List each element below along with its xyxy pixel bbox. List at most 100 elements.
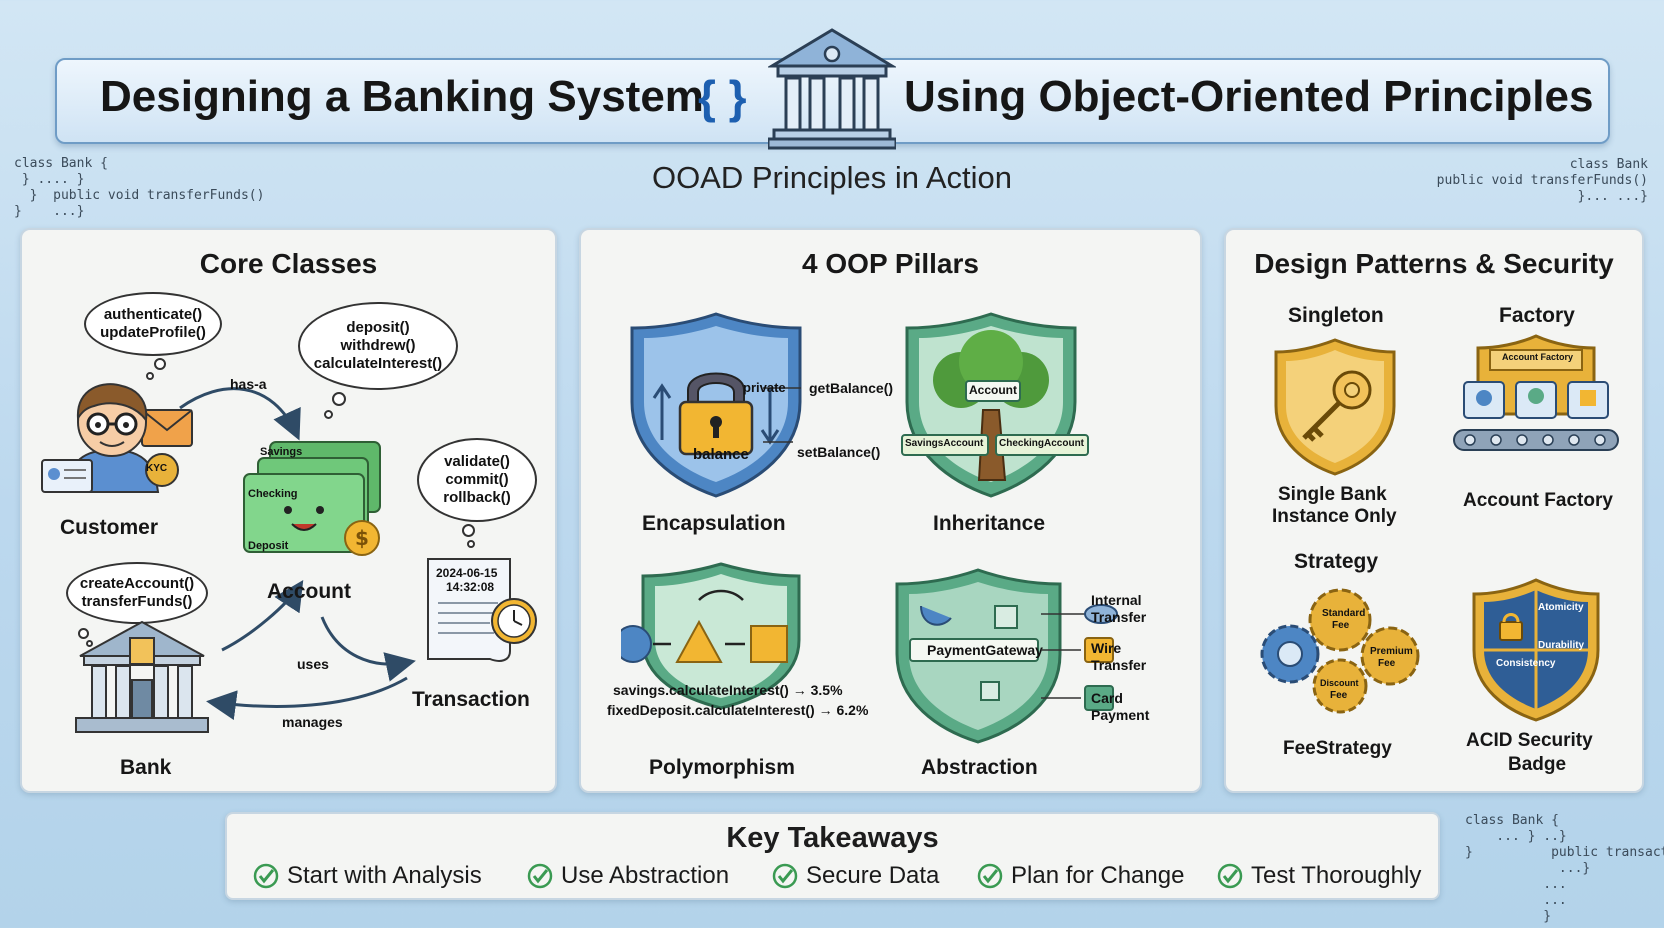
takeaway-item: Secure Data <box>772 862 939 890</box>
child-class-tag <box>901 434 989 456</box>
polymorphism-line-1: savings.calculateInterest() → 3.5% <box>613 682 843 698</box>
oop-pillars-panel: 4 OOP Pillars balance private getBalance… <box>579 228 1202 793</box>
gear-premium-line2: Fee <box>1378 658 1396 669</box>
takeaway-label: Start with Analysis <box>287 862 482 889</box>
relationship-arrows <box>179 387 416 721</box>
kyc-badge: KYC <box>146 463 168 474</box>
internal-transfer-line2: Transfer <box>1091 609 1147 625</box>
manages-relation: manages <box>282 714 343 730</box>
child-class-checking: CheckingAccount <box>999 438 1085 449</box>
transaction-label: Transaction <box>412 688 530 711</box>
card-savings: Savings <box>260 446 303 458</box>
wire-transfer-line2: Transfer <box>1091 657 1147 673</box>
key-takeaways-panel: Key Takeaways Start with Analysis Use Ab… <box>225 812 1440 900</box>
singleton-key-icon <box>1274 338 1396 476</box>
title-left: Designing a Banking System <box>100 72 704 121</box>
card-payment-line1: Card <box>1091 690 1123 706</box>
uses-relation: uses <box>297 656 329 672</box>
factory-title: Factory <box>1499 304 1575 327</box>
setter-label: setBalance() <box>797 444 881 460</box>
base-class-label: Account <box>969 383 1017 397</box>
page-subtitle: OOAD Principles in Action <box>651 160 1013 195</box>
gear-discount-line1: Discount <box>1320 678 1359 688</box>
method-label: rollback() <box>443 489 511 506</box>
takeaway-label: Secure Data <box>806 862 940 889</box>
strategy-title: Strategy <box>1294 550 1379 573</box>
bank-label: Bank <box>120 756 172 779</box>
payment-gateway-box <box>909 638 1039 662</box>
bank-methods-cloud: createAccount() transferFunds() <box>66 562 208 624</box>
internal-transfer-line1: Internal <box>1091 592 1142 608</box>
acid-caption-2: Badge <box>1508 754 1567 775</box>
inheritance-shield-icon <box>905 312 1077 498</box>
singleton-title: Singleton <box>1288 304 1384 327</box>
check-icon <box>527 863 553 889</box>
design-patterns-heading: Design Patterns & Security <box>1254 248 1614 279</box>
bank-class-icon <box>75 620 209 733</box>
singleton-caption-2: Instance Only <box>1272 506 1397 527</box>
transaction-time: 14:32:08 <box>446 580 495 594</box>
child-class-savings: SavingsAccount <box>905 438 984 449</box>
core-classes-heading: Core Classes <box>199 248 378 279</box>
thought-bubble <box>332 392 346 406</box>
has-a-relation: has-a <box>230 376 267 392</box>
gear-discount-line2: Fee <box>1330 690 1348 701</box>
base-class-tag <box>965 380 1021 402</box>
private-label: private <box>743 380 786 395</box>
thought-bubble <box>78 628 89 639</box>
gear-standard-line1: Standard <box>1322 608 1366 619</box>
polymorphism-label: Polymorphism <box>649 756 795 779</box>
abstraction-connector-lines <box>1041 604 1118 711</box>
acid-atomicity: Atomicity <box>1538 602 1584 613</box>
check-icon <box>1217 863 1243 889</box>
dollar-symbol: $ <box>355 526 369 550</box>
singleton-caption-1: Single Bank <box>1278 484 1387 505</box>
method-label: authenticate() <box>103 306 203 323</box>
gear-premium-line1: Premium <box>1370 646 1413 657</box>
transaction-receipt-icon <box>427 558 537 662</box>
thought-bubble <box>462 524 475 537</box>
takeaway-label: Use Abstraction <box>561 862 730 889</box>
acid-caption-1: ACID Security <box>1466 730 1593 751</box>
check-icon <box>977 863 1003 889</box>
check-icon <box>253 863 279 889</box>
card-checking: Checking <box>248 488 298 500</box>
strategy-gears-icon <box>1260 588 1420 714</box>
factory-caption: Account Factory <box>1463 490 1613 511</box>
method-label: updateProfile() <box>100 324 206 341</box>
inheritance-label: Inheritance <box>933 512 1046 535</box>
takeaway-item: Plan for Change <box>977 862 1184 890</box>
factory-sign: Account Factory <box>1502 352 1574 362</box>
takeaway-label: Test Thoroughly <box>1251 862 1422 889</box>
title-right: Using Object-Oriented Principles <box>904 72 1594 121</box>
abstraction-label: Abstraction <box>921 756 1038 779</box>
takeaway-item: Use Abstraction <box>527 862 729 890</box>
thought-bubble <box>154 358 166 370</box>
core-classes-panel: Core Classes has-a uses manages authenti… <box>20 228 557 793</box>
polymorphism-shield-icon <box>621 562 801 710</box>
transaction-methods-cloud: validate() commit() rollback() <box>417 438 537 522</box>
method-label: transferFunds() <box>81 593 193 610</box>
customer-label: Customer <box>60 516 159 539</box>
strategy-caption: FeeStrategy <box>1283 738 1392 759</box>
card-payment-line2: Payment <box>1091 707 1150 723</box>
design-patterns-panel: Design Patterns & Security Singleton Sin… <box>1224 228 1644 793</box>
method-label: calculateInterest() <box>313 355 443 372</box>
encapsulation-inner-label: balance <box>693 446 749 463</box>
method-label: deposit() <box>346 319 410 336</box>
bank-building-icon <box>768 28 896 150</box>
card-deposit: Deposit <box>248 540 289 552</box>
method-label: commit() <box>445 471 509 488</box>
takeaway-label: Plan for Change <box>1011 862 1185 889</box>
factory-conveyor-icon <box>1453 334 1619 451</box>
code-snippet-bottom-right: class Bank { ... } ..} } public transact… <box>1465 813 1664 924</box>
thought-bubble <box>86 640 93 647</box>
payment-gateway-label: PaymentGateway <box>927 642 1043 658</box>
account-cards-icon: $ <box>243 441 381 556</box>
encapsulation-connector-lines <box>763 387 801 443</box>
code-snippet-top-left: class Bank { } .... } } public void tran… <box>14 156 265 219</box>
check-icon <box>772 863 798 889</box>
takeaway-item: Start with Analysis <box>253 862 482 890</box>
method-label: withdrew() <box>340 337 416 354</box>
takeaway-item: Test Thoroughly <box>1217 862 1421 890</box>
